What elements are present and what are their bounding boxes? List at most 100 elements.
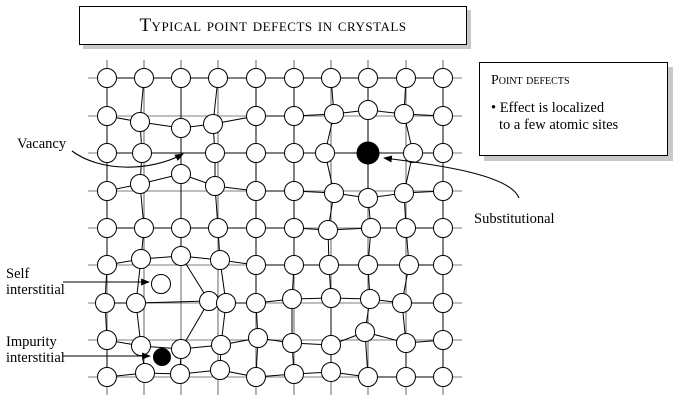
lattice-atom xyxy=(433,68,453,88)
lattice-atom xyxy=(97,330,117,350)
lattice-atom xyxy=(211,335,231,355)
lattice-atom xyxy=(284,106,304,126)
bullet-text-line1: Effect is localized xyxy=(499,100,605,116)
lattice-atom xyxy=(208,218,228,238)
self-interstitial-label: Self interstitial xyxy=(6,266,65,298)
lattice-atom xyxy=(171,68,191,88)
bullet-text-line2: to a few atomic sites xyxy=(499,117,619,133)
lattice-atom xyxy=(358,100,378,120)
lattice-atom xyxy=(171,164,191,184)
lattice-atom xyxy=(433,330,453,350)
lattice-atom xyxy=(324,104,344,124)
lattice-atom xyxy=(97,367,117,387)
lattice-atom xyxy=(246,255,266,275)
lattice-atom xyxy=(433,293,453,313)
lattice-atom xyxy=(126,293,146,313)
lattice-atom xyxy=(246,218,266,238)
lattice-atom xyxy=(433,181,453,201)
lattice-atom xyxy=(171,246,191,266)
lattice-atom xyxy=(208,68,228,88)
lattice-atom xyxy=(246,293,266,313)
lattice-atom xyxy=(97,218,117,238)
page-title: Typical point defects in crystals xyxy=(139,14,407,36)
lattice-atom xyxy=(130,112,150,132)
substitutional-label: Substitutional xyxy=(474,211,555,227)
lattice-atom xyxy=(318,220,338,240)
lattice-atom xyxy=(321,288,341,308)
lattice-atom xyxy=(246,143,266,163)
lattice-atom xyxy=(135,363,155,383)
lattice-atom xyxy=(134,68,154,88)
self-interstitial-line2: interstitial xyxy=(6,282,65,298)
lattice-atom xyxy=(355,322,375,342)
vacancy-arrow xyxy=(71,150,184,168)
lattice-atom xyxy=(433,218,453,238)
lattice-atom xyxy=(358,367,378,387)
substitutional-arrow xyxy=(383,155,520,199)
lattice-atom xyxy=(360,289,380,309)
lattice-atom xyxy=(132,143,152,163)
lattice-atoms xyxy=(95,68,453,387)
lattice-atom xyxy=(396,218,416,238)
lattice-atom xyxy=(95,293,115,313)
lattice-atom xyxy=(171,218,191,238)
self-interstitial-atom xyxy=(151,274,171,294)
lattice-atom xyxy=(394,183,414,203)
impurity-interstitial-line2: interstitial xyxy=(6,350,65,366)
lattice-atom xyxy=(97,68,117,88)
defect-arrows xyxy=(63,150,520,360)
lattice-atom xyxy=(199,291,219,311)
lattice-atom xyxy=(433,106,453,126)
bullet-marker: • xyxy=(491,100,497,116)
lattice-atom xyxy=(246,106,266,126)
lattice-atom xyxy=(131,336,151,356)
lattice-atom xyxy=(315,143,335,163)
lattice-atom xyxy=(284,181,304,201)
lattice-atom xyxy=(321,68,341,88)
lattice-atom xyxy=(131,249,151,269)
lattice-atom xyxy=(394,104,414,124)
lattice-atom xyxy=(216,293,236,313)
lattice-atom xyxy=(433,367,453,387)
lattice-atom xyxy=(403,143,423,163)
lattice-atom xyxy=(324,183,344,203)
substitutional-atom xyxy=(356,141,380,165)
lattice-atom xyxy=(284,364,304,384)
lattice-atom xyxy=(284,68,304,88)
lattice-atom xyxy=(358,68,378,88)
lattice-atom xyxy=(321,335,341,355)
info-heading: Point defects xyxy=(491,73,570,88)
lattice-atom xyxy=(246,181,266,201)
lattice-atom xyxy=(361,218,381,238)
lattice-atom xyxy=(248,328,268,348)
lattice-atom xyxy=(392,293,412,313)
lattice-atom xyxy=(282,289,302,309)
impurity-interstitial-atom xyxy=(153,348,171,366)
lattice-atom xyxy=(97,181,117,201)
lattice-atom xyxy=(203,114,223,134)
lattice-atom xyxy=(396,367,416,387)
lattice-atom xyxy=(205,143,225,163)
lattice-atom xyxy=(319,255,339,275)
lattice-atom xyxy=(210,360,230,380)
lattice-atom xyxy=(396,333,416,353)
lattice-atom xyxy=(97,255,117,275)
lattice-atom xyxy=(433,255,453,275)
lattice-atom xyxy=(170,364,190,384)
lattice-atom xyxy=(97,143,117,163)
lattice-atom xyxy=(321,362,341,382)
lattice-atom xyxy=(399,255,419,275)
lattice-atom xyxy=(97,106,117,126)
impurity-interstitial-line1: Impurity xyxy=(6,334,57,350)
lattice-atom xyxy=(246,68,266,88)
lattice-atom xyxy=(358,255,378,275)
title-box: Typical point defects in crystals xyxy=(79,6,467,45)
lattice-atom xyxy=(284,218,304,238)
vacancy-label: Vacancy xyxy=(17,136,67,152)
self-interstitial-line1: Self xyxy=(6,266,30,282)
lattice-atom xyxy=(210,250,230,270)
lattice-atom xyxy=(433,143,453,163)
lattice-atom xyxy=(284,143,304,163)
